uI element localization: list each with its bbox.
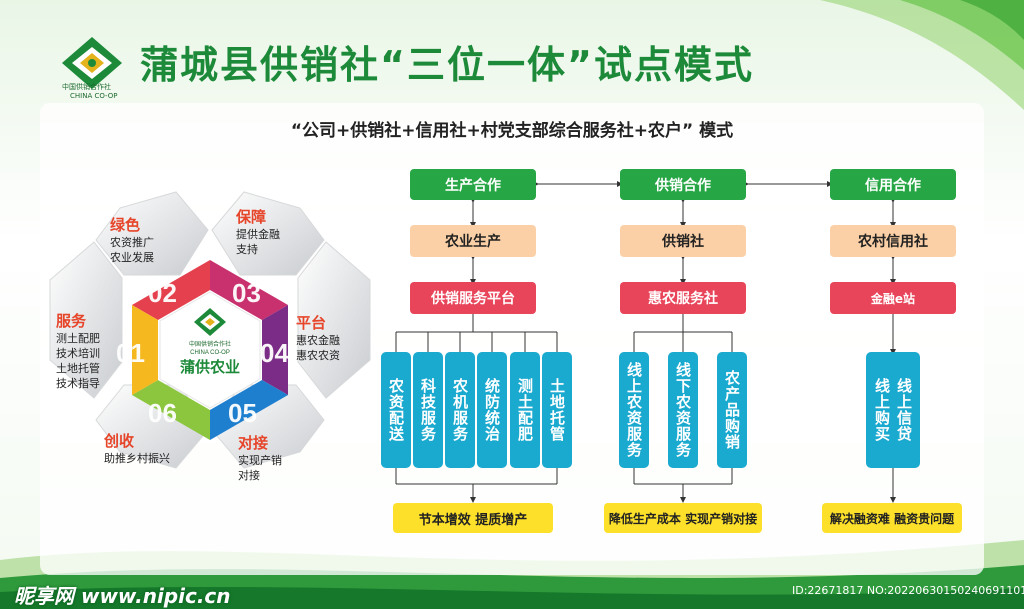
item-box: 科技服务 <box>413 352 443 468</box>
segment-line: 提供金融 <box>236 228 280 241</box>
segment-label-service: 服务 测土配肥 技术培训 土地托管 技术指导 <box>56 310 100 391</box>
item-box: 线上农资服务 <box>619 352 649 468</box>
segment-label-connect: 对接 实现产销 对接 <box>238 432 282 483</box>
china-coop-logo <box>62 37 122 89</box>
segment-title: 对接 <box>238 434 269 452</box>
segment-line: 土地托管 <box>56 362 100 375</box>
result-box: 节本增效 提质增产 <box>393 503 553 533</box>
segment-number: 03 <box>232 278 261 308</box>
center-logo-icon <box>194 308 226 336</box>
item-box: 线下农资服务 <box>668 352 698 468</box>
segment-number: 02 <box>148 278 177 308</box>
segment-line: 技术指导 <box>56 377 100 390</box>
segment-title: 绿色 <box>110 216 141 234</box>
segment-line: 测土配肥 <box>56 332 100 345</box>
result-box: 降低生产成本 实现产销对接 <box>604 503 762 533</box>
segment-line: 农业发展 <box>110 251 154 264</box>
segment-line: 助推乡村振兴 <box>104 452 170 465</box>
item-box: 土地托管 <box>542 352 572 468</box>
segment-number: 01 <box>116 338 145 368</box>
segment-line: 对接 <box>238 469 260 482</box>
logo-text-cn: 中国供销合作社 <box>62 83 111 91</box>
segment-label-income: 创收 助推乡村振兴 <box>104 430 170 466</box>
segment-title: 保障 <box>236 208 267 226</box>
box-rural-credit: 农村信用社 <box>830 225 956 257</box>
segment-line: 惠农金融 <box>296 334 340 347</box>
watermark-text: 昵享网 www.nipic.cn <box>14 584 231 608</box>
center-logo-cn: 中国供销合作社 <box>189 340 231 348</box>
item-box: 统防统治 <box>477 352 507 468</box>
segment-line: 农资推广 <box>110 236 154 249</box>
segment-number: 06 <box>148 398 177 428</box>
box-agri-production: 农业生产 <box>410 225 536 257</box>
item-box: 线上购买 线上信贷 <box>866 352 920 468</box>
segment-number: 05 <box>228 398 257 428</box>
segment-title: 平台 <box>296 314 327 332</box>
leaf-decoration <box>820 0 1024 110</box>
segment-title: 创收 <box>104 432 135 450</box>
box-finance-station: 金融e站 <box>830 282 956 314</box>
segment-line: 惠农农资 <box>296 349 340 362</box>
item-box: 农机服务 <box>445 352 475 468</box>
hexagon-diagram: 02 03 04 05 06 01 中国供销合作社 CHINA CO-OP 蒲供… <box>49 191 371 469</box>
segment-line: 实现产销 <box>238 454 282 467</box>
box-production-coop: 生产合作 <box>410 169 536 200</box>
color-ring <box>132 260 288 440</box>
image-id-text: ID:22671817 NO:20220630150240691101 <box>792 584 1024 597</box>
segment-label-green: 绿色 农资推广 农业发展 <box>110 214 154 265</box>
segment-line: 技术培训 <box>56 347 100 360</box>
segment-label-platform: 平台 惠农金融 惠农农资 <box>296 312 340 363</box>
segment-label-guarantee: 保障 提供金融 支持 <box>236 206 280 257</box>
page-subtitle: “公司+供销社+信用社+村党支部综合服务社+农户” 模式 <box>290 121 734 141</box>
item-box: 农产品购销 <box>717 352 747 468</box>
segment-line: 支持 <box>236 243 258 256</box>
item-box: 农资配送 <box>381 352 411 468</box>
box-huinong-service: 惠农服务社 <box>620 282 746 314</box>
box-supply-society: 供销社 <box>620 225 746 257</box>
segment-title: 服务 <box>56 312 87 330</box>
segment-number: 04 <box>260 338 289 368</box>
box-credit-coop: 信用合作 <box>830 169 956 200</box>
center-logo-en: CHINA CO-OP <box>190 350 230 356</box>
box-supply-platform: 供销服务平台 <box>410 282 536 314</box>
logo-text-en: CHINA CO-OP <box>70 92 118 100</box>
page-title: 蒲城县供销社“三位一体”试点模式 <box>140 43 754 87</box>
box-supply-coop: 供销合作 <box>620 169 746 200</box>
center-name: 蒲供农业 <box>180 358 240 376</box>
item-box: 测土配肥 <box>510 352 540 468</box>
result-box: 解决融资难 融资贵问题 <box>822 503 962 533</box>
